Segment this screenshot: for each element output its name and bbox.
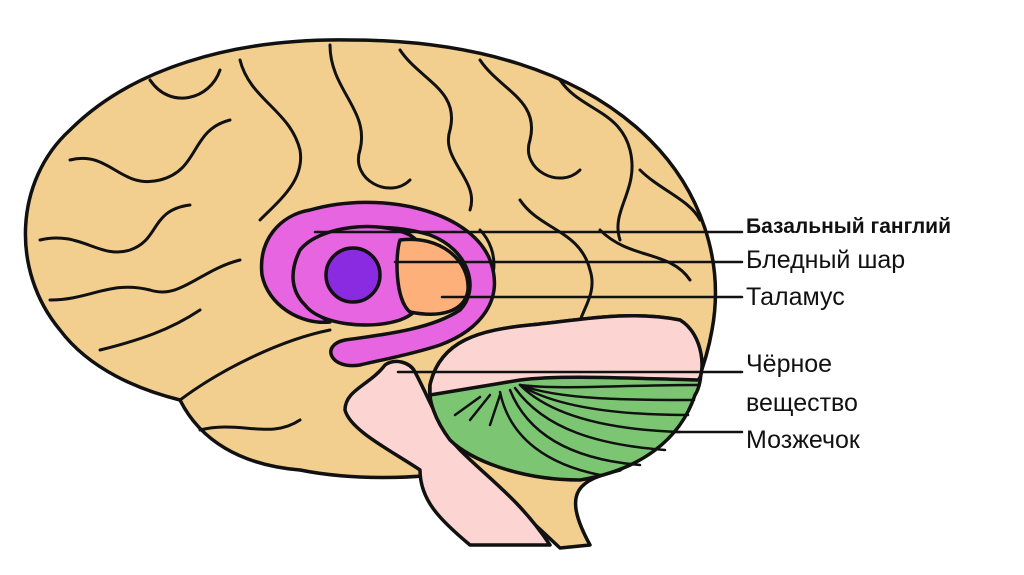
globus-pallidus <box>324 246 382 304</box>
brainstem <box>343 359 552 547</box>
label-substantia-nigra-1: Чёрное <box>746 350 833 378</box>
label-globus-pallidus: Бледный шар <box>746 246 906 274</box>
label-substantia-nigra-2: вещество <box>746 389 858 417</box>
label-basal-ganglia: Базальный ганглий <box>746 215 951 238</box>
label-thalamus: Таламус <box>746 283 845 311</box>
thalamus <box>395 237 470 316</box>
label-cerebellum: Мозжечок <box>746 426 860 454</box>
